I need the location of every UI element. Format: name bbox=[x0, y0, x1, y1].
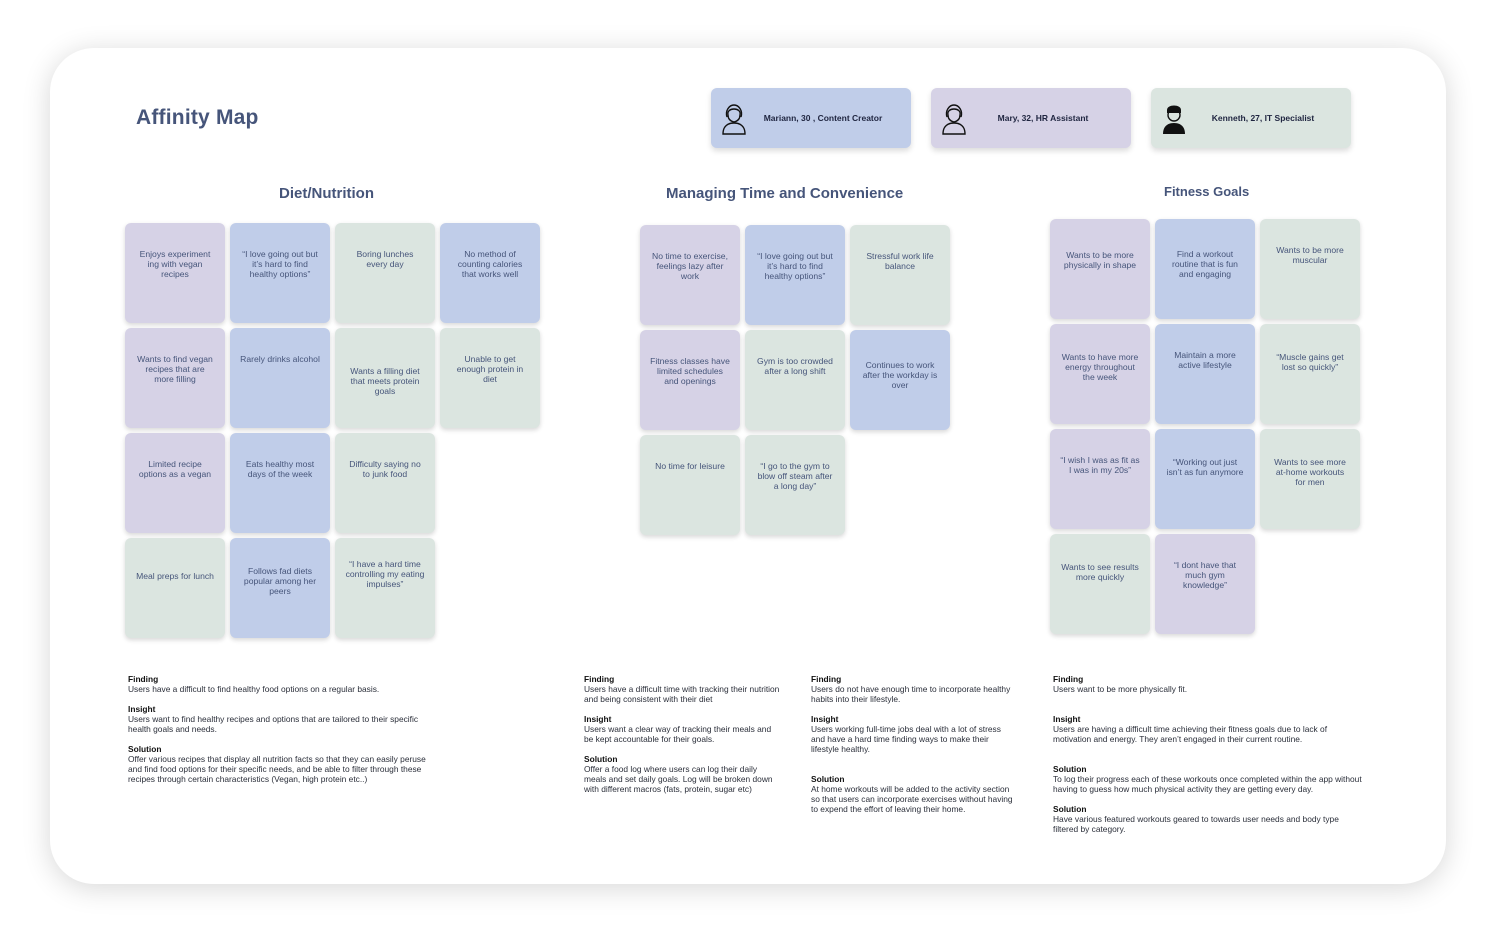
label-finding: Finding bbox=[1053, 674, 1084, 684]
woman-avatar-icon bbox=[942, 104, 966, 135]
section-title-time: Managing Time and Convenience bbox=[666, 185, 904, 202]
sticky-note[interactable]: “I wish I was as fit as I was in my 20s” bbox=[1050, 429, 1150, 529]
label-solution: Solution bbox=[584, 754, 618, 764]
sticky-note[interactable]: Wants to be more physically in shape bbox=[1050, 219, 1150, 319]
label-finding: Finding bbox=[811, 674, 842, 684]
section-title-diet: Diet/Nutrition bbox=[279, 185, 374, 202]
sticky-note[interactable]: No time to exercise, feelings lazy after… bbox=[640, 225, 740, 325]
sticky-note[interactable]: Wants to be more muscular bbox=[1260, 219, 1360, 319]
sticky-note[interactable]: No method of counting calories that work… bbox=[440, 223, 540, 323]
persona-card-kenneth[interactable]: Kenneth, 27, IT Specialist bbox=[1151, 88, 1351, 148]
sticky-note[interactable]: Stressful work life balance bbox=[850, 225, 950, 325]
label-insight: Insight bbox=[584, 714, 612, 724]
sticky-note[interactable]: Unable to get enough protein in diet bbox=[440, 328, 540, 428]
insight-text: Users want to find healthy recipes and o… bbox=[128, 714, 419, 734]
label-solution: Solution bbox=[1053, 804, 1087, 814]
label-solution: Solution bbox=[1053, 764, 1087, 774]
solution-text: At home workouts will be added to the ac… bbox=[811, 784, 1013, 814]
sticky-note[interactable]: Wants to see more at-home workouts for m… bbox=[1260, 429, 1360, 529]
sticky-note[interactable]: Wants to have more energy throughout the… bbox=[1050, 324, 1150, 424]
solution-text: Offer various recipes that display all n… bbox=[128, 754, 426, 784]
label-solution: Solution bbox=[128, 744, 162, 754]
finding-text: Users do not have enough time to incorpo… bbox=[811, 684, 1011, 704]
sticky-note[interactable]: Continues to work after the workday is o… bbox=[850, 330, 950, 430]
sticky-note[interactable]: Boring lunches every day bbox=[335, 223, 435, 323]
sticky-note[interactable]: Fitness classes have limited schedules a… bbox=[640, 330, 740, 430]
sticky-note[interactable]: Difficulty saying no to junk food bbox=[335, 433, 435, 533]
label-insight: Insight bbox=[1053, 714, 1081, 724]
findings-diet: Finding Users have a difficult to find h… bbox=[128, 674, 428, 794]
section-title-fitness: Fitness Goals bbox=[1164, 184, 1250, 199]
persona-card-mariann[interactable]: Mariann, 30 , Content Creator bbox=[711, 88, 911, 148]
label-insight: Insight bbox=[811, 714, 839, 724]
sticky-note[interactable]: “I love going out but it’s hard to find … bbox=[230, 223, 330, 323]
label-finding: Finding bbox=[128, 674, 159, 684]
sticky-note[interactable]: Enjoys experiment ing with vegan recipes bbox=[125, 223, 225, 323]
insight-text: Users working full-time jobs deal with a… bbox=[811, 724, 1001, 754]
solution-text: Have various featured workouts geared to… bbox=[1053, 814, 1339, 834]
woman-avatar-icon bbox=[722, 104, 746, 135]
sticky-note[interactable]: Wants to find vegan recipes that are mor… bbox=[125, 328, 225, 428]
insight-text: Users want a clear way of tracking their… bbox=[584, 724, 772, 744]
sticky-note[interactable]: Rarely drinks alcohol bbox=[230, 328, 330, 428]
persona-name: Mariann, 30 , Content Creator bbox=[763, 113, 883, 123]
sticky-note[interactable]: Maintain a more active lifestyle bbox=[1155, 324, 1255, 424]
finding-text: Users have a difficult to find healthy f… bbox=[128, 684, 380, 694]
sticky-note[interactable]: “I love going out but it’s hard to find … bbox=[745, 225, 845, 325]
label-finding: Finding bbox=[584, 674, 615, 684]
finding-text: Users have a difficult time with trackin… bbox=[584, 684, 780, 704]
label-insight: Insight bbox=[128, 704, 156, 714]
sticky-note[interactable]: “I go to the gym to blow off steam after… bbox=[745, 435, 845, 535]
sticky-note[interactable]: Wants a filling diet that meets protein … bbox=[335, 328, 435, 428]
sticky-note[interactable]: Wants to see results more quickly bbox=[1050, 534, 1150, 634]
persona-name: Mary, 32, HR Assistant bbox=[997, 113, 1089, 123]
sticky-note[interactable]: Limited recipe options as a vegan bbox=[125, 433, 225, 533]
sticky-note[interactable]: Follows fad diets popular among her peer… bbox=[230, 538, 330, 638]
insight-text: Users are having a difficult time achiev… bbox=[1053, 724, 1328, 744]
page-title: Affinity Map bbox=[136, 106, 259, 129]
findings-nutrition-tracking: Finding Users have a difficult time with… bbox=[584, 674, 780, 804]
sticky-note[interactable]: “I have a hard time controlling my eatin… bbox=[335, 538, 435, 638]
findings-fitness: Finding Users want to be more physically… bbox=[1053, 674, 1365, 844]
finding-text: Users want to be more physically fit. bbox=[1053, 684, 1188, 694]
solution-text: Offer a food log where users can log the… bbox=[584, 764, 773, 794]
solution-text: To log their progress each of these work… bbox=[1053, 774, 1362, 794]
sticky-note[interactable]: Meal preps for lunch bbox=[125, 538, 225, 638]
sticky-note[interactable]: Find a workout routine that is fun and e… bbox=[1155, 219, 1255, 319]
man-avatar-icon bbox=[1163, 105, 1185, 134]
sticky-note[interactable]: Eats healthy most days of the week bbox=[230, 433, 330, 533]
sticky-note[interactable]: “Muscle gains get lost so quickly” bbox=[1260, 324, 1360, 424]
sticky-note[interactable]: No time for leisure bbox=[640, 435, 740, 535]
sticky-note[interactable]: “I dont have that much gym knowledge” bbox=[1155, 534, 1255, 634]
sticky-note[interactable]: “Working out just isn’t as fun anymore bbox=[1155, 429, 1255, 529]
sticky-note[interactable]: Gym is too crowded after a long shift bbox=[745, 330, 845, 430]
persona-card-mary[interactable]: Mary, 32, HR Assistant bbox=[931, 88, 1131, 148]
persona-name: Kenneth, 27, IT Specialist bbox=[1211, 113, 1315, 123]
label-solution: Solution bbox=[811, 774, 845, 784]
findings-time: Finding Users do not have enough time to… bbox=[811, 674, 1013, 824]
